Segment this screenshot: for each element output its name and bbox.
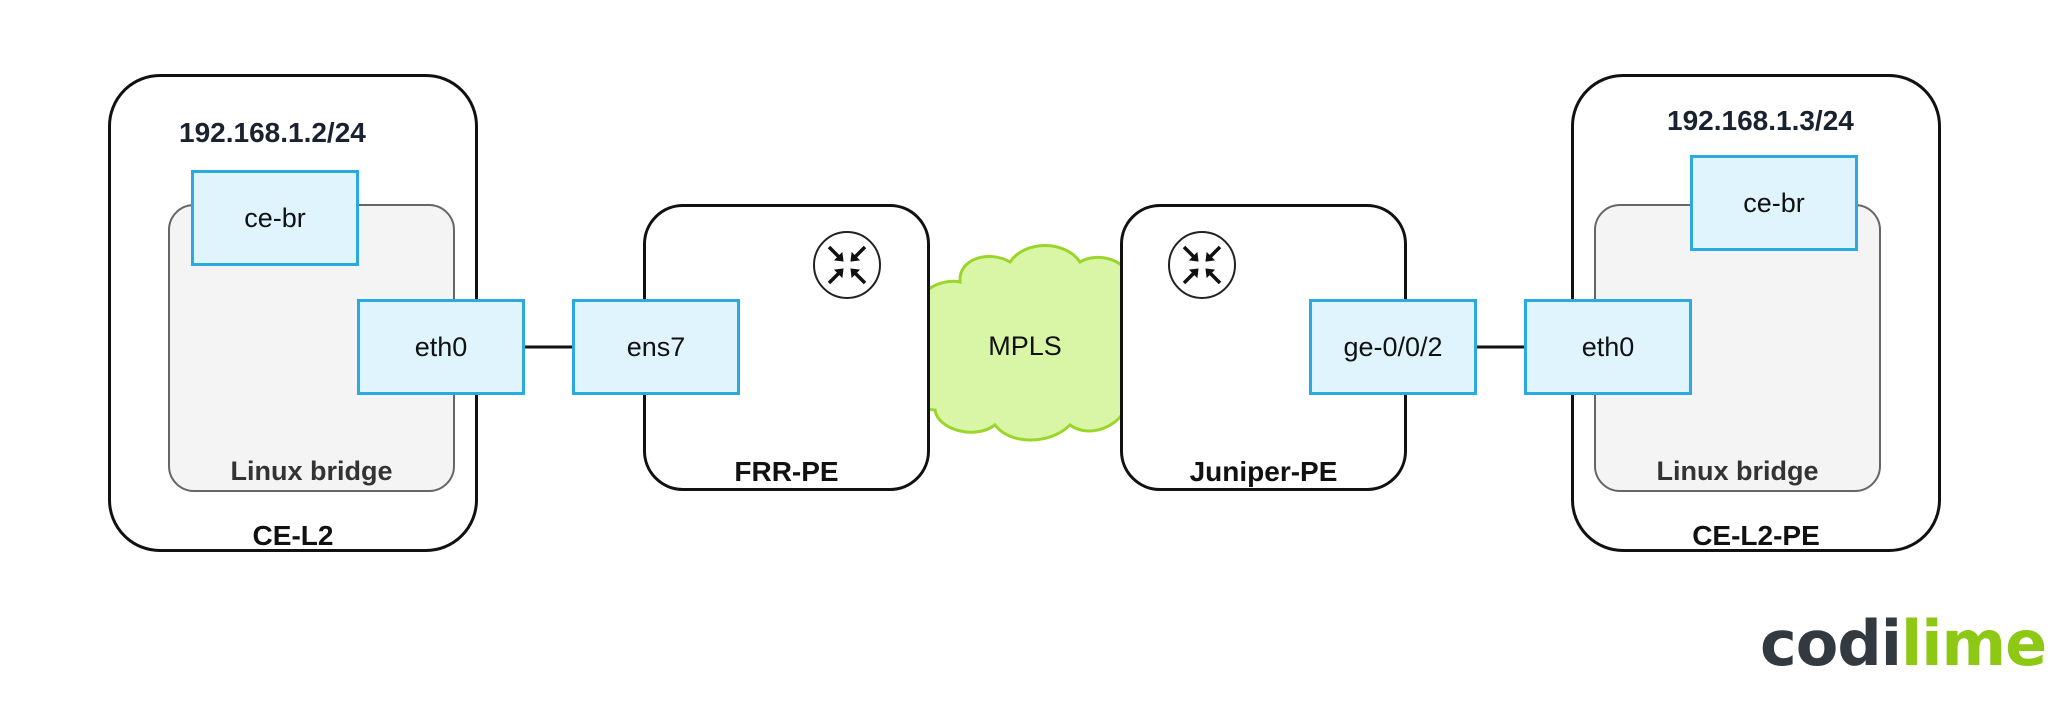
router-icon-juniper bbox=[1168, 231, 1236, 299]
eth0-label-right: eth0 bbox=[1581, 331, 1635, 362]
eth0-label-left: eth0 bbox=[414, 331, 468, 362]
router-icon-frr bbox=[813, 231, 881, 299]
ens7-label: ens7 bbox=[626, 331, 686, 362]
linux-bridge-label-right: Linux bridge bbox=[1656, 456, 1819, 486]
mpls-label: MPLS bbox=[988, 331, 1062, 361]
juniper-pe-label: Juniper-PE bbox=[1189, 456, 1338, 487]
codilime-logo: codilime bbox=[1760, 607, 2047, 680]
logo-part-codi: codi bbox=[1760, 607, 1902, 680]
frr-pe-label: FRR-PE bbox=[734, 456, 839, 487]
ce-l2-label: CE-L2 bbox=[252, 520, 334, 551]
ce-br-label-right: ce-br bbox=[1743, 187, 1805, 218]
ge-0-0-2-interface[interactable]: ge-0/0/2 bbox=[1309, 299, 1477, 395]
eth0-interface-left[interactable]: eth0 bbox=[357, 299, 525, 395]
ce-br-label-left: ce-br bbox=[244, 202, 306, 233]
ens7-interface[interactable]: ens7 bbox=[572, 299, 740, 395]
ip-address-right: 192.168.1.3/24 bbox=[1667, 105, 1854, 136]
ip-address-left: 192.168.1.2/24 bbox=[179, 117, 366, 148]
ce-l2-pe-label: CE-L2-PE bbox=[1692, 520, 1820, 551]
ce-br-interface-right[interactable]: ce-br bbox=[1690, 155, 1858, 251]
ge-0-0-2-label: ge-0/0/2 bbox=[1343, 331, 1443, 362]
ce-br-interface-left[interactable]: ce-br bbox=[191, 170, 359, 266]
linux-bridge-label-left: Linux bridge bbox=[230, 456, 393, 486]
eth0-interface-right[interactable]: eth0 bbox=[1524, 299, 1692, 395]
logo-part-lime: lime bbox=[1900, 607, 2047, 680]
